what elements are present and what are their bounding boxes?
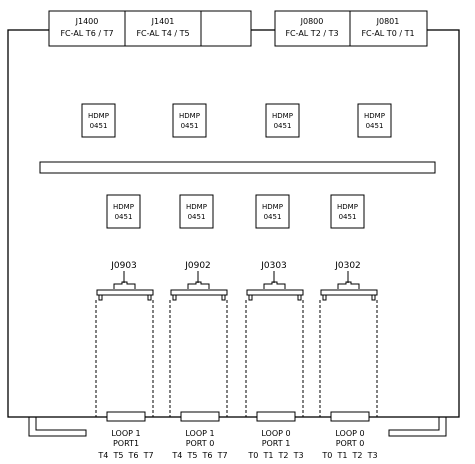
connector-desc-j1401: FC-AL T4 / T5	[136, 29, 189, 38]
connector-desc-j0800: FC-AL T2 / T3	[285, 29, 338, 38]
chip-label: HDMP	[337, 203, 358, 211]
bracket-right	[388, 417, 447, 437]
slot-j0303: J0303 LOOP 0 PORT 1 T0 T1 T2 T3	[245, 261, 304, 460]
bracket-left	[28, 417, 87, 437]
connector-id-j0801: J0801	[376, 17, 400, 26]
slot-targets: T0 T1 T2 T3	[321, 451, 377, 460]
chip-label: HDMP	[272, 112, 293, 120]
connector-id-j1401: J1401	[151, 17, 175, 26]
connector-desc-j1400: FC-AL T6 / T7	[60, 29, 113, 38]
slot-id: J0303	[260, 261, 287, 271]
chip-label: HDMP	[179, 112, 200, 120]
slot-id: J0302	[334, 261, 361, 271]
slot-loop: LOOP 0	[261, 429, 290, 438]
chip-part: 0451	[181, 122, 199, 130]
connector-id-j0800: J0800	[300, 17, 324, 26]
slot-targets: T4 T5 T6 T7	[171, 451, 227, 460]
chip-part: 0451	[366, 122, 384, 130]
chip-label: HDMP	[186, 203, 207, 211]
chip-row-top: HDMP 0451 HDMP 0451 HDMP 0451 HDMP 0451	[81, 103, 392, 138]
chip-label: HDMP	[88, 112, 109, 120]
chip-label: HDMP	[364, 112, 385, 120]
chip-row-bottom: HDMP 0451 HDMP 0451 HDMP 0451 HDMP 0451	[106, 194, 365, 229]
slot-targets: T0 T1 T2 T3	[247, 451, 303, 460]
slot-port: PORT1	[113, 439, 139, 448]
chip-part: 0451	[115, 213, 133, 221]
slot-loop: LOOP 1	[185, 429, 214, 438]
slot-port: PORT 1	[262, 439, 291, 448]
connector-id-j1400: J1400	[75, 17, 99, 26]
slot-id: J0902	[184, 261, 211, 271]
slot-j0903: J0903 LOOP 1 PORT1 T4 T5 T6 T7	[95, 261, 154, 460]
long-bar	[39, 161, 436, 174]
slot-port: PORT 0	[336, 439, 365, 448]
chip-part: 0451	[264, 213, 282, 221]
chip-label: HDMP	[113, 203, 134, 211]
chip-part: 0451	[90, 122, 108, 130]
board-outline	[7, 29, 460, 418]
slot-id: J0903	[110, 261, 137, 271]
slot-port: PORT 0	[186, 439, 215, 448]
slot-targets: T4 T5 T6 T7	[97, 451, 153, 460]
slot-j0902: J0902 LOOP 1 PORT 0 T4 T5 T6 T7	[169, 261, 228, 460]
chip-part: 0451	[339, 213, 357, 221]
connector-desc-j0801: FC-AL T0 / T1	[361, 29, 414, 38]
slot-j0302: J0302 LOOP 0 PORT 0 T0 T1 T2 T3	[319, 261, 378, 460]
slot-loop: LOOP 1	[111, 429, 140, 438]
slot-loop: LOOP 0	[335, 429, 364, 438]
top-connector-group-right: J0800 FC-AL T2 / T3 J0801 FC-AL T0 / T1	[274, 10, 428, 47]
chip-part: 0451	[274, 122, 292, 130]
chip-label: HDMP	[262, 203, 283, 211]
chip-part: 0451	[188, 213, 206, 221]
top-connector-group-left: J1400 FC-AL T6 / T7 J1401 FC-AL T4 / T5	[48, 10, 252, 47]
